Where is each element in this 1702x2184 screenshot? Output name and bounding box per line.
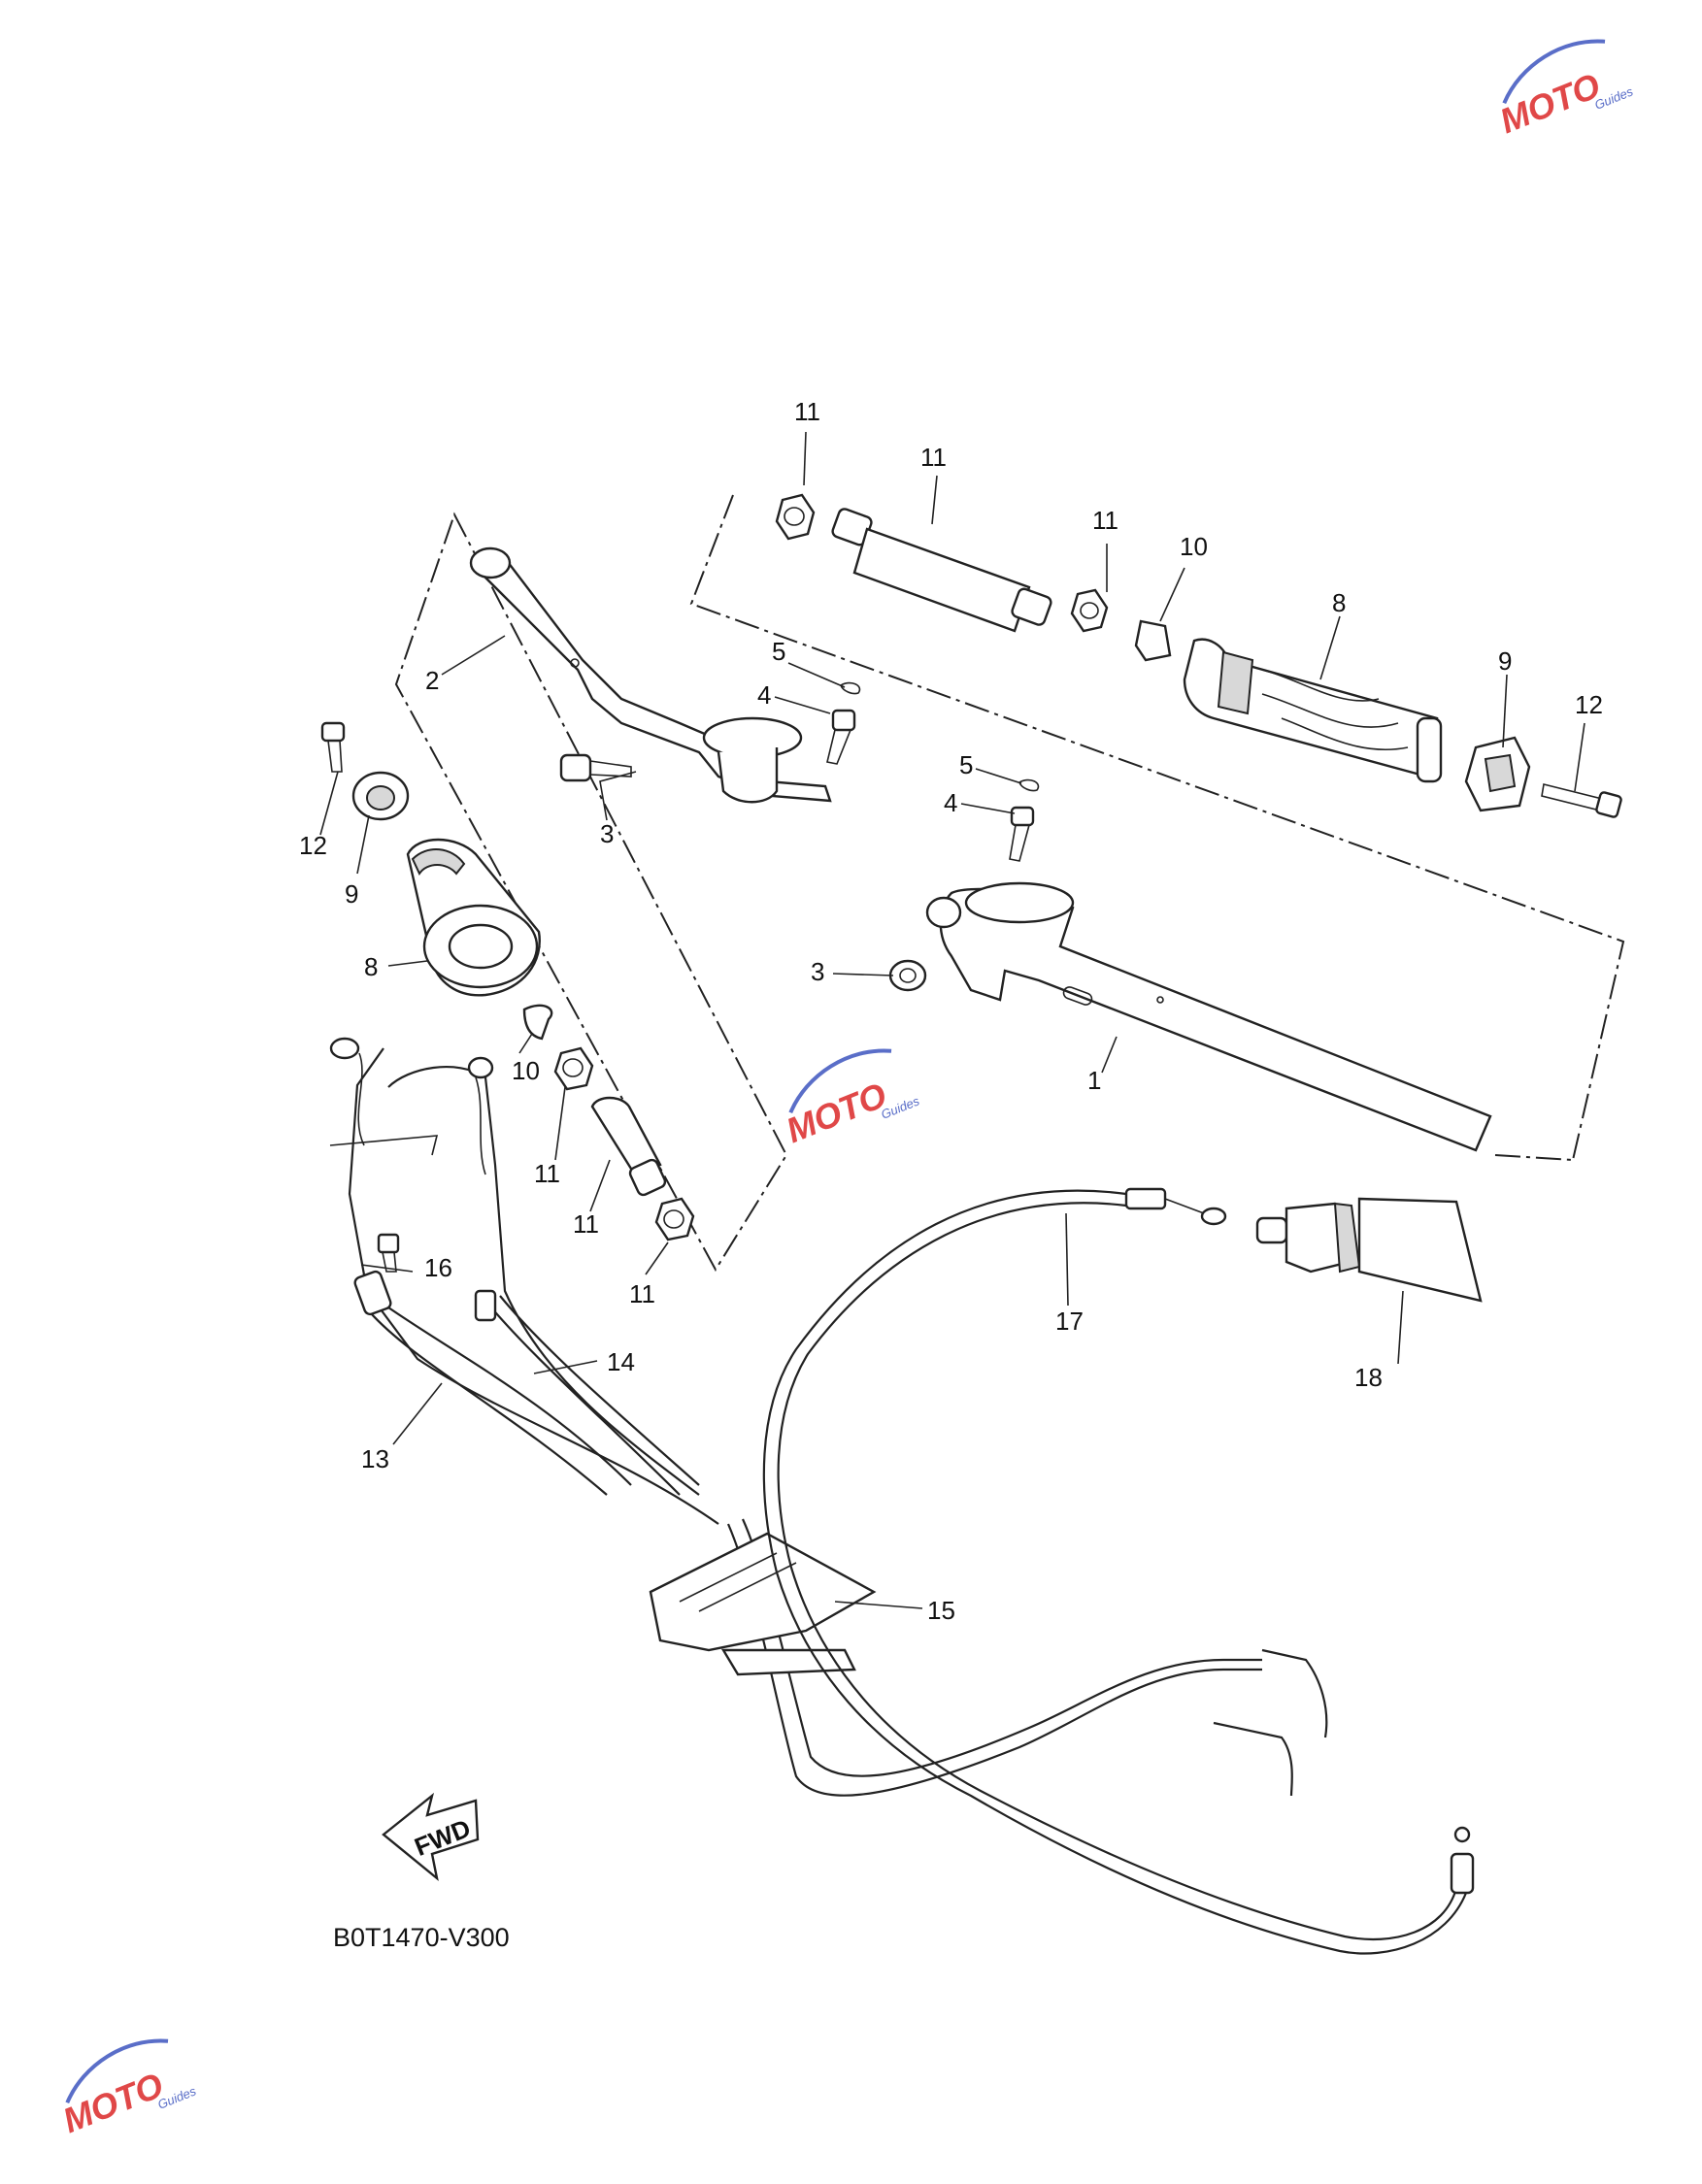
callout-13: 13	[361, 1444, 389, 1473]
right-handlebar	[925, 881, 1492, 1152]
cable-17	[762, 1187, 1475, 1955]
svg-text:MOTO: MOTO	[1494, 65, 1606, 141]
callout-16: 16	[424, 1253, 452, 1282]
right-assembly-frame-bottom	[1494, 1154, 1574, 1161]
watermark-top-right: MOTO Guides	[1494, 39, 1636, 141]
callouts: 11 11 11 10 8 9 12 5 4 5 4 2 3 3 1 12 9 …	[299, 397, 1603, 1625]
nut-11-left-lower	[654, 1197, 695, 1241]
callout-5: 5	[959, 750, 973, 779]
callout-11: 11	[534, 1159, 560, 1188]
watermark-center: MOTO Guides	[781, 1048, 922, 1150]
bolt-4-lower	[1009, 806, 1035, 862]
callout-6: 8	[364, 952, 378, 981]
weight-10-top	[831, 508, 1052, 633]
nut-11-top-right	[1070, 588, 1109, 633]
svg-text:MOTO: MOTO	[781, 1075, 892, 1150]
callout-10: 11	[920, 443, 947, 472]
bolt-3-lower	[888, 959, 927, 992]
throttle-grip-6	[406, 838, 541, 997]
bolt-4-upper	[826, 709, 856, 765]
bar-end-8-right	[1464, 736, 1531, 812]
callout-11: 11	[794, 397, 820, 426]
callout-4: 4	[944, 788, 957, 817]
switch-18	[1255, 1197, 1483, 1303]
callout-15: 15	[927, 1596, 955, 1625]
screw-12-left	[320, 721, 346, 773]
left-handlebar	[469, 546, 832, 804]
left-assembly-frame	[394, 512, 788, 1272]
nut-11-left-upper	[553, 1046, 594, 1091]
callout-4: 4	[757, 680, 771, 710]
callout-1: 1	[1087, 1066, 1101, 1095]
callout-17: 17	[1055, 1307, 1084, 1336]
throttle-cables	[329, 1037, 1328, 1797]
callout-11: 11	[1092, 506, 1118, 535]
nut-11-top-left	[775, 493, 816, 541]
watermark-bottom-left: MOTO Guides	[57, 2038, 199, 2140]
callout-7: 8	[1332, 588, 1346, 617]
clip-9-left	[522, 1004, 553, 1041]
screw-16	[377, 1233, 400, 1273]
callout-3: 3	[600, 819, 614, 848]
leader-lines	[319, 431, 1585, 1609]
callout-18: 18	[1354, 1363, 1383, 1392]
pin-5-upper	[840, 681, 861, 695]
pin-5-lower	[1018, 778, 1040, 792]
callout-2: 2	[425, 666, 439, 695]
right-assembly-frame	[689, 494, 1625, 1161]
callout-10: 11	[573, 1209, 599, 1239]
callout-9: 10	[512, 1056, 540, 1085]
callout-12: 12	[299, 831, 327, 860]
bar-end-8-left	[351, 771, 410, 821]
callout-14: 14	[607, 1347, 635, 1376]
callout-5: 5	[772, 637, 785, 666]
grip-7-right	[1183, 638, 1443, 783]
callout-9: 10	[1180, 532, 1208, 561]
clip-9-top	[1134, 619, 1172, 662]
callout-11: 11	[629, 1279, 655, 1308]
screw-12-right	[1541, 783, 1622, 818]
diagram-code: B0T1470-V300	[333, 1923, 510, 1952]
callout-8: 9	[345, 879, 358, 909]
callout-8: 9	[1498, 646, 1512, 676]
bolt-3-upper	[559, 753, 632, 782]
weight-10-left	[590, 1096, 667, 1197]
cable-guide-15	[649, 1532, 877, 1676]
callout-12: 12	[1575, 690, 1603, 719]
svg-text:MOTO: MOTO	[57, 2065, 169, 2140]
fwd-arrow: FWD	[382, 1792, 480, 1882]
callout-3: 3	[811, 957, 824, 986]
